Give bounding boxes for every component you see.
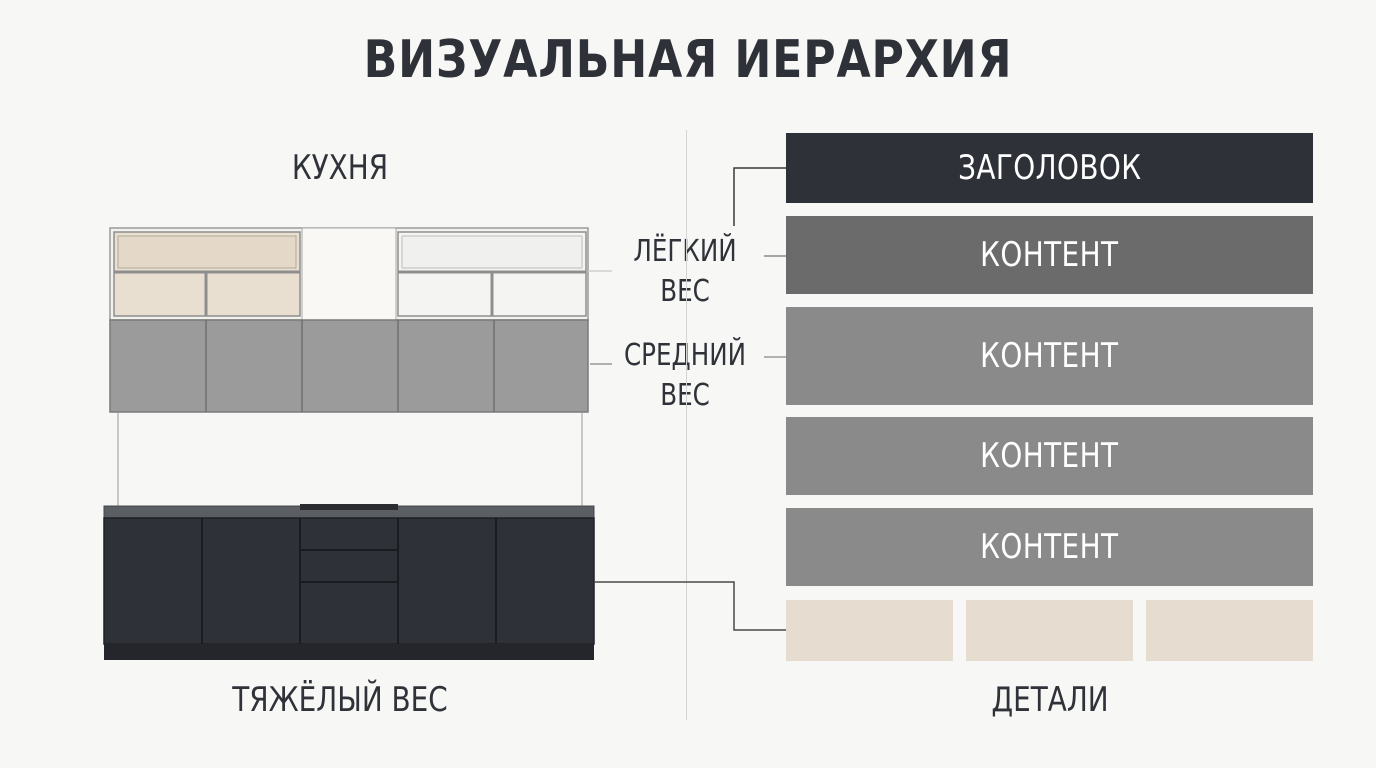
header-block: ЗАГОЛОВОК	[786, 133, 1313, 203]
content-block-label: КОНТЕНТ	[980, 436, 1119, 476]
kitchen-label: КУХНЯ	[291, 148, 389, 188]
detail-block	[966, 600, 1133, 661]
content-block-label: КОНТЕНТ	[980, 527, 1119, 567]
content-block: КОНТЕНТ	[786, 417, 1313, 495]
heavy-weight-label: ТЯЖЁЛЫЙ ВЕС	[232, 680, 448, 720]
upper-shelves	[109, 227, 589, 321]
medium-weight-label-line1: СРЕДНИЙ	[623, 338, 747, 373]
content-block: КОНТЕНТ	[786, 216, 1313, 294]
content-block-label: КОНТЕНТ	[980, 235, 1119, 275]
center-divider	[686, 130, 687, 720]
content-block-label: КОНТЕНТ	[980, 336, 1119, 376]
medium-weight-label-line2: ВЕС	[660, 378, 710, 413]
page-title: ВИЗУАЛЬНАЯ ИЕРАРХИЯ	[363, 30, 1013, 90]
lower-cabinets	[103, 517, 595, 660]
light-weight-label-line1: ЛЁГКИЙ	[633, 234, 737, 269]
details-label: ДЕТАЛИ	[991, 680, 1109, 720]
content-block: КОНТЕНТ	[786, 307, 1313, 405]
kitchen-illustration	[103, 227, 595, 660]
detail-block	[786, 600, 953, 661]
upper-cabinets	[109, 319, 589, 413]
detail-block	[1146, 600, 1313, 661]
header-block-label: ЗАГОЛОВОК	[957, 148, 1142, 188]
content-block: КОНТЕНТ	[786, 508, 1313, 586]
light-weight-label-line2: ВЕС	[660, 274, 710, 309]
